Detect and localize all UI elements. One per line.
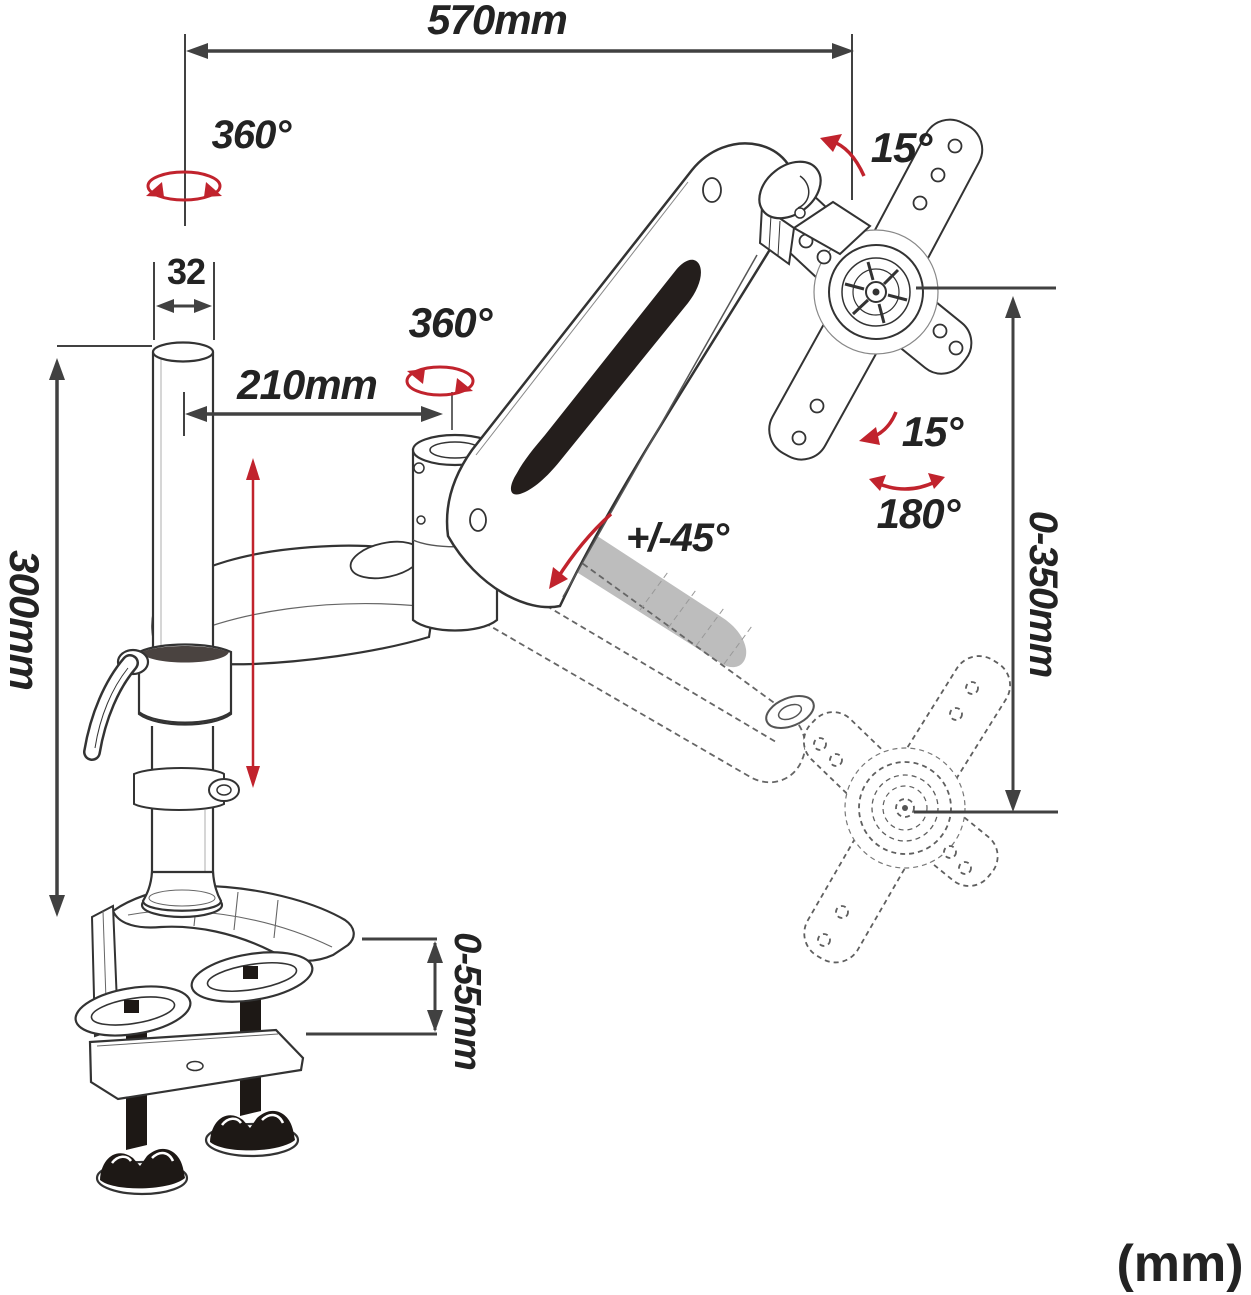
wing-nut-left [95,1148,189,1196]
gas-spring-arm [445,142,799,609]
pole-diameter-32-label: 32 [166,251,206,292]
cable-clip [133,767,240,811]
collar-shadow [141,646,229,663]
top-tilt-hinge [758,160,872,266]
swivel-45-arrow [549,512,613,589]
clamp-range-0-55-label: 0-55mm [446,932,488,1070]
dim-210mm-label: 210mm [237,361,378,408]
dimension-lines [49,34,1058,1036]
screen-rotation-180-label: 180° [876,490,961,537]
wing-nut-right [204,1110,300,1158]
pole-base-cone [140,870,224,919]
dim-570mm [184,34,854,226]
pole-height-300mm-label: 300mm [1,550,48,690]
arm-rotation-360-label: 360° [408,299,493,346]
dim-0-55mm [306,937,443,1036]
lower-vesa-screw-holes [813,681,979,947]
hub-spokes [844,261,908,324]
unit-mm-label: (mm) [1116,1235,1244,1293]
upper-vesa-plate [768,118,984,461]
height-adjust-arrow [246,458,260,788]
dim-300mm [49,345,152,917]
pole [150,341,215,876]
arm-rotation-360-arrow [405,365,475,397]
tilt-down-15-arrow [859,411,898,445]
screen-rotation-180-arrow [869,473,945,491]
dim-210mm [183,392,443,436]
pole-top-cap [151,341,215,363]
arm-slot [510,259,701,495]
dim-0-350mm [914,286,1058,814]
dim-570mm-label: 570mm [427,0,568,43]
desk-clamp [74,870,355,1196]
upper-vesa-screw-holes [791,138,964,446]
motion-arrows [146,134,945,788]
tilt-up-15-label: 15° [870,124,933,171]
tilt-down-15-label: 15° [901,408,964,455]
swivel-45-label: +/-45° [625,516,729,560]
height-lock-lever [83,648,150,761]
height-range-0-350-label: 0-350mm [1021,510,1065,678]
tilt-up-15-arrow [820,134,866,177]
swing-arm [151,540,442,666]
dim-32 [153,262,215,340]
base-rotation-360-arrow [146,170,222,202]
pole-collar [137,643,233,726]
base-rotation-360-label: 360° [211,113,292,157]
lower-vesa-plate-phantom [765,655,1011,964]
clamp-base-plate [88,1028,305,1101]
